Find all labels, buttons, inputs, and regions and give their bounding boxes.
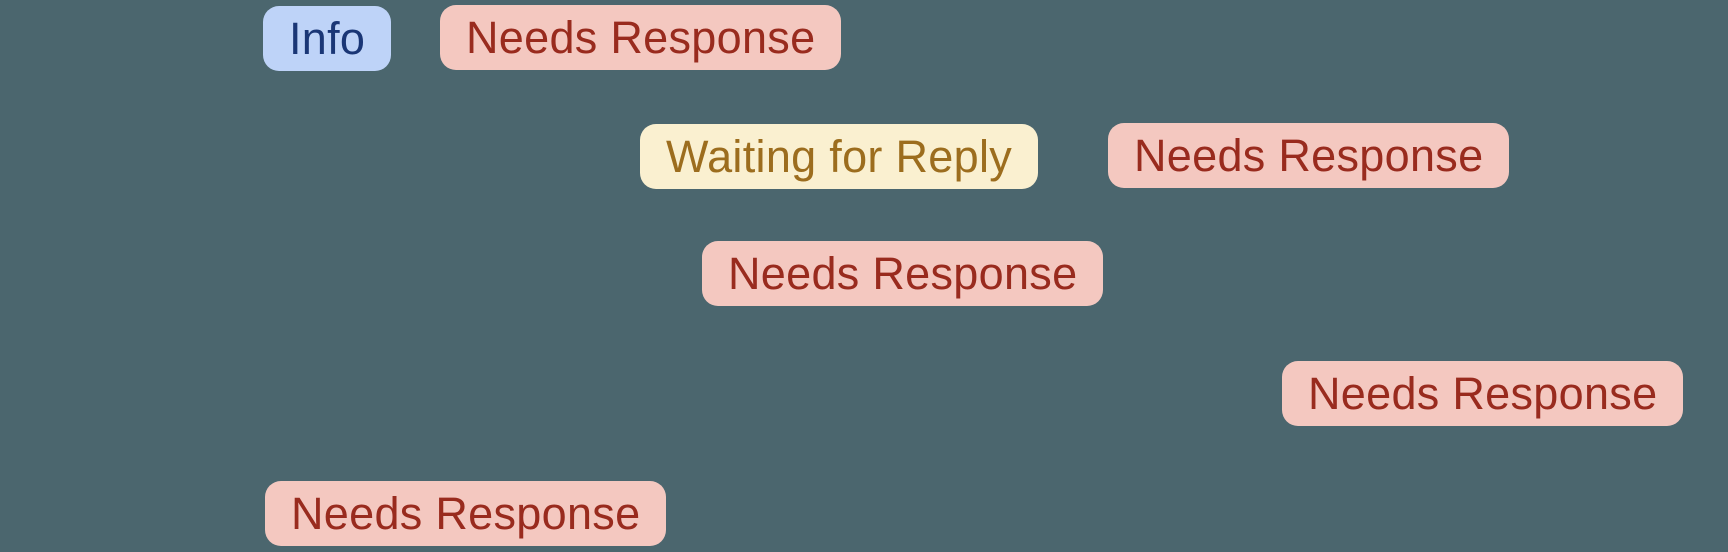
- status-badge-needs-response: Needs Response: [702, 241, 1104, 306]
- status-badge-needs-response: Needs Response: [1282, 361, 1684, 426]
- status-badge-needs-response: Needs Response: [1108, 123, 1510, 188]
- status-badge-needs-response: Needs Response: [265, 481, 667, 546]
- status-badge-needs-response: Needs Response: [440, 5, 842, 70]
- status-badge-waiting-for-reply: Waiting for Reply: [640, 124, 1039, 189]
- status-badge-info: Info: [263, 6, 392, 71]
